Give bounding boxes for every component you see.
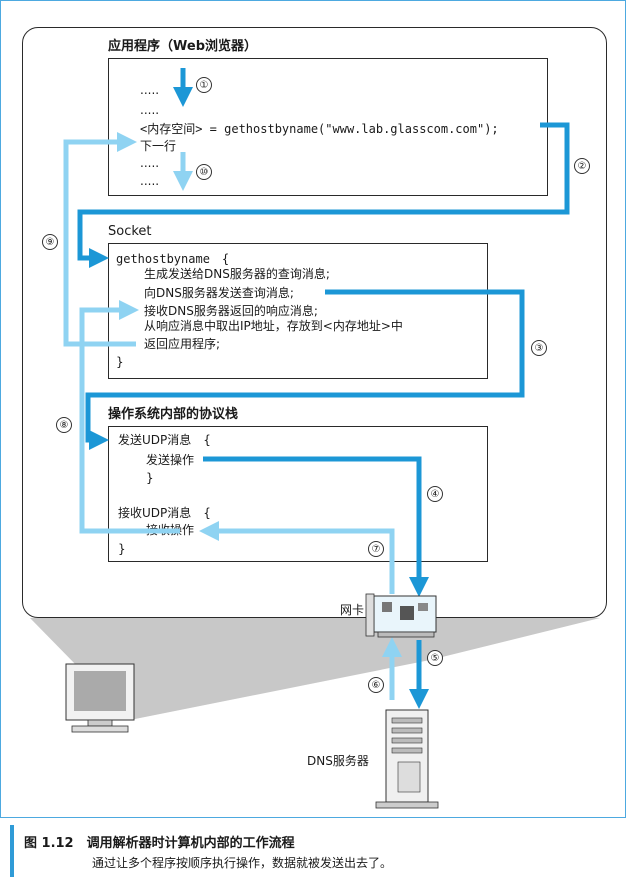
dns-server-label: DNS服务器 [307,754,369,768]
step-marker-3: ③ [531,340,547,356]
socket-line-3: 接收DNS服务器返回的响应消息; [144,304,318,318]
arrow-step-2 [77,122,570,268]
socket-box [108,243,488,379]
step-marker-7: ⑦ [368,541,384,557]
app-title: 应用程序（Web浏览器） [108,39,257,54]
os-send-op: 发送操作 [146,453,195,467]
socket-func: gethostbyname { [116,252,230,266]
os-recv-udp: 接收UDP消息 { [118,506,211,520]
caption-bar [10,825,14,877]
step-marker-1: ① [196,77,212,93]
nic-icon [365,593,437,638]
socket-line-1: 生成发送给DNS服务器的查询消息; [144,267,330,281]
step-marker-8: ⑧ [56,417,72,433]
app-dots-3: ..... [140,156,160,170]
projection-shade [30,618,600,720]
arrow-step-8 [79,300,180,534]
arrow-step-3 [85,289,525,450]
app-dots-2: ..... [140,103,160,117]
step-marker-4: ④ [427,486,443,502]
socket-line-4: 从响应消息中取出IP地址，存放到<内存地址>中 [144,319,403,333]
nic-label: 网卡 [340,603,365,617]
socket-close: } [116,355,124,369]
arrows-layer [63,68,570,709]
app-next-line: 下一行 [140,139,177,153]
caption-title: 图 1.12 调用解析器时计算机内部的工作流程 [24,836,295,851]
step-marker-2: ② [574,158,590,174]
arrow-step-9 [63,132,137,347]
os-send-close: } [146,471,154,485]
os-box [108,426,488,562]
socket-title: Socket [108,224,152,239]
caption-text: 通过让多个程序按顺序执行操作，数据就被发送出去了。 [92,856,393,870]
server-icon [375,709,439,809]
figure-frame [0,0,626,818]
app-dots-4: ..... [140,174,160,188]
socket-line-2: 向DNS服务器发送查询消息; [144,286,294,300]
os-recv-close: } [118,542,126,556]
os-title: 操作系统内部的协议栈 [108,407,239,422]
app-call-code: <内存空间> = gethostbyname("www.lab.glasscom… [140,122,499,136]
step-marker-9: ⑨ [42,234,58,250]
socket-line-5: 返回应用程序; [144,337,221,351]
monitor-icon [65,663,135,733]
app-dots-1: ..... [140,83,160,97]
arrow-step-4 [203,456,429,597]
step-marker-10: ⑩ [196,164,212,180]
step-marker-5: ⑤ [427,650,443,666]
arrow-step-7 [199,521,395,594]
step-marker-6: ⑥ [368,677,384,693]
os-send-udp: 发送UDP消息 { [118,433,211,447]
